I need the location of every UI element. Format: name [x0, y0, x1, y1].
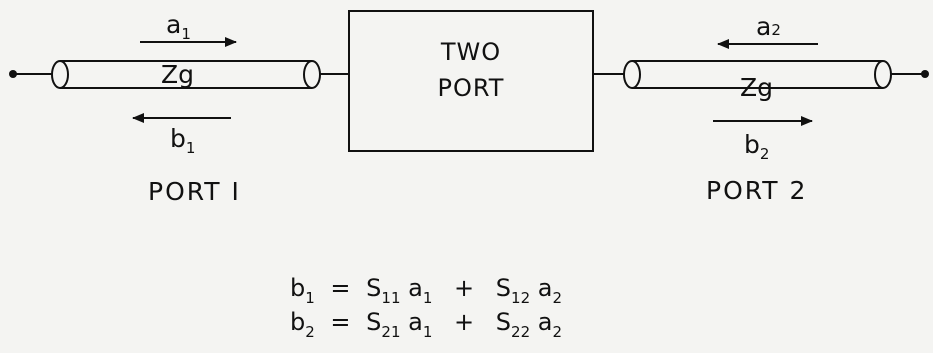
two-port-box: TWO PORT — [348, 10, 594, 152]
port1-coax-line — [51, 60, 321, 89]
port2-label: PORT 2 — [706, 176, 807, 205]
s-parameter-equations: b1 = S11 a1 + S12 a2 b2 = S21 a1 + S22 a… — [290, 274, 562, 343]
port1-incident-label: a1 — [166, 10, 191, 43]
port2-incident-label: a2 — [756, 12, 781, 41]
port2-terminal — [921, 70, 929, 78]
equation-2: b2 = S21 a1 + S22 a2 — [290, 308, 562, 343]
port1-reflected-label: b1 — [170, 124, 195, 157]
port2-coax-line — [623, 60, 892, 89]
port2-impedance-label: Zg — [740, 73, 773, 102]
box-label-line1: TWO — [440, 38, 501, 66]
port1-label: PORT I — [148, 177, 241, 206]
port2-group: a2 Zg b2 PORT 2 — [593, 12, 929, 205]
port2-reflected-label: b2 — [744, 130, 769, 163]
equation-1: b1 = S11 a1 + S12 a2 — [290, 274, 562, 309]
port1-impedance-label: Zg — [161, 60, 194, 89]
box-label-line2: PORT — [438, 74, 505, 102]
port1-group: a1 Zg b1 PORT I — [9, 10, 349, 206]
